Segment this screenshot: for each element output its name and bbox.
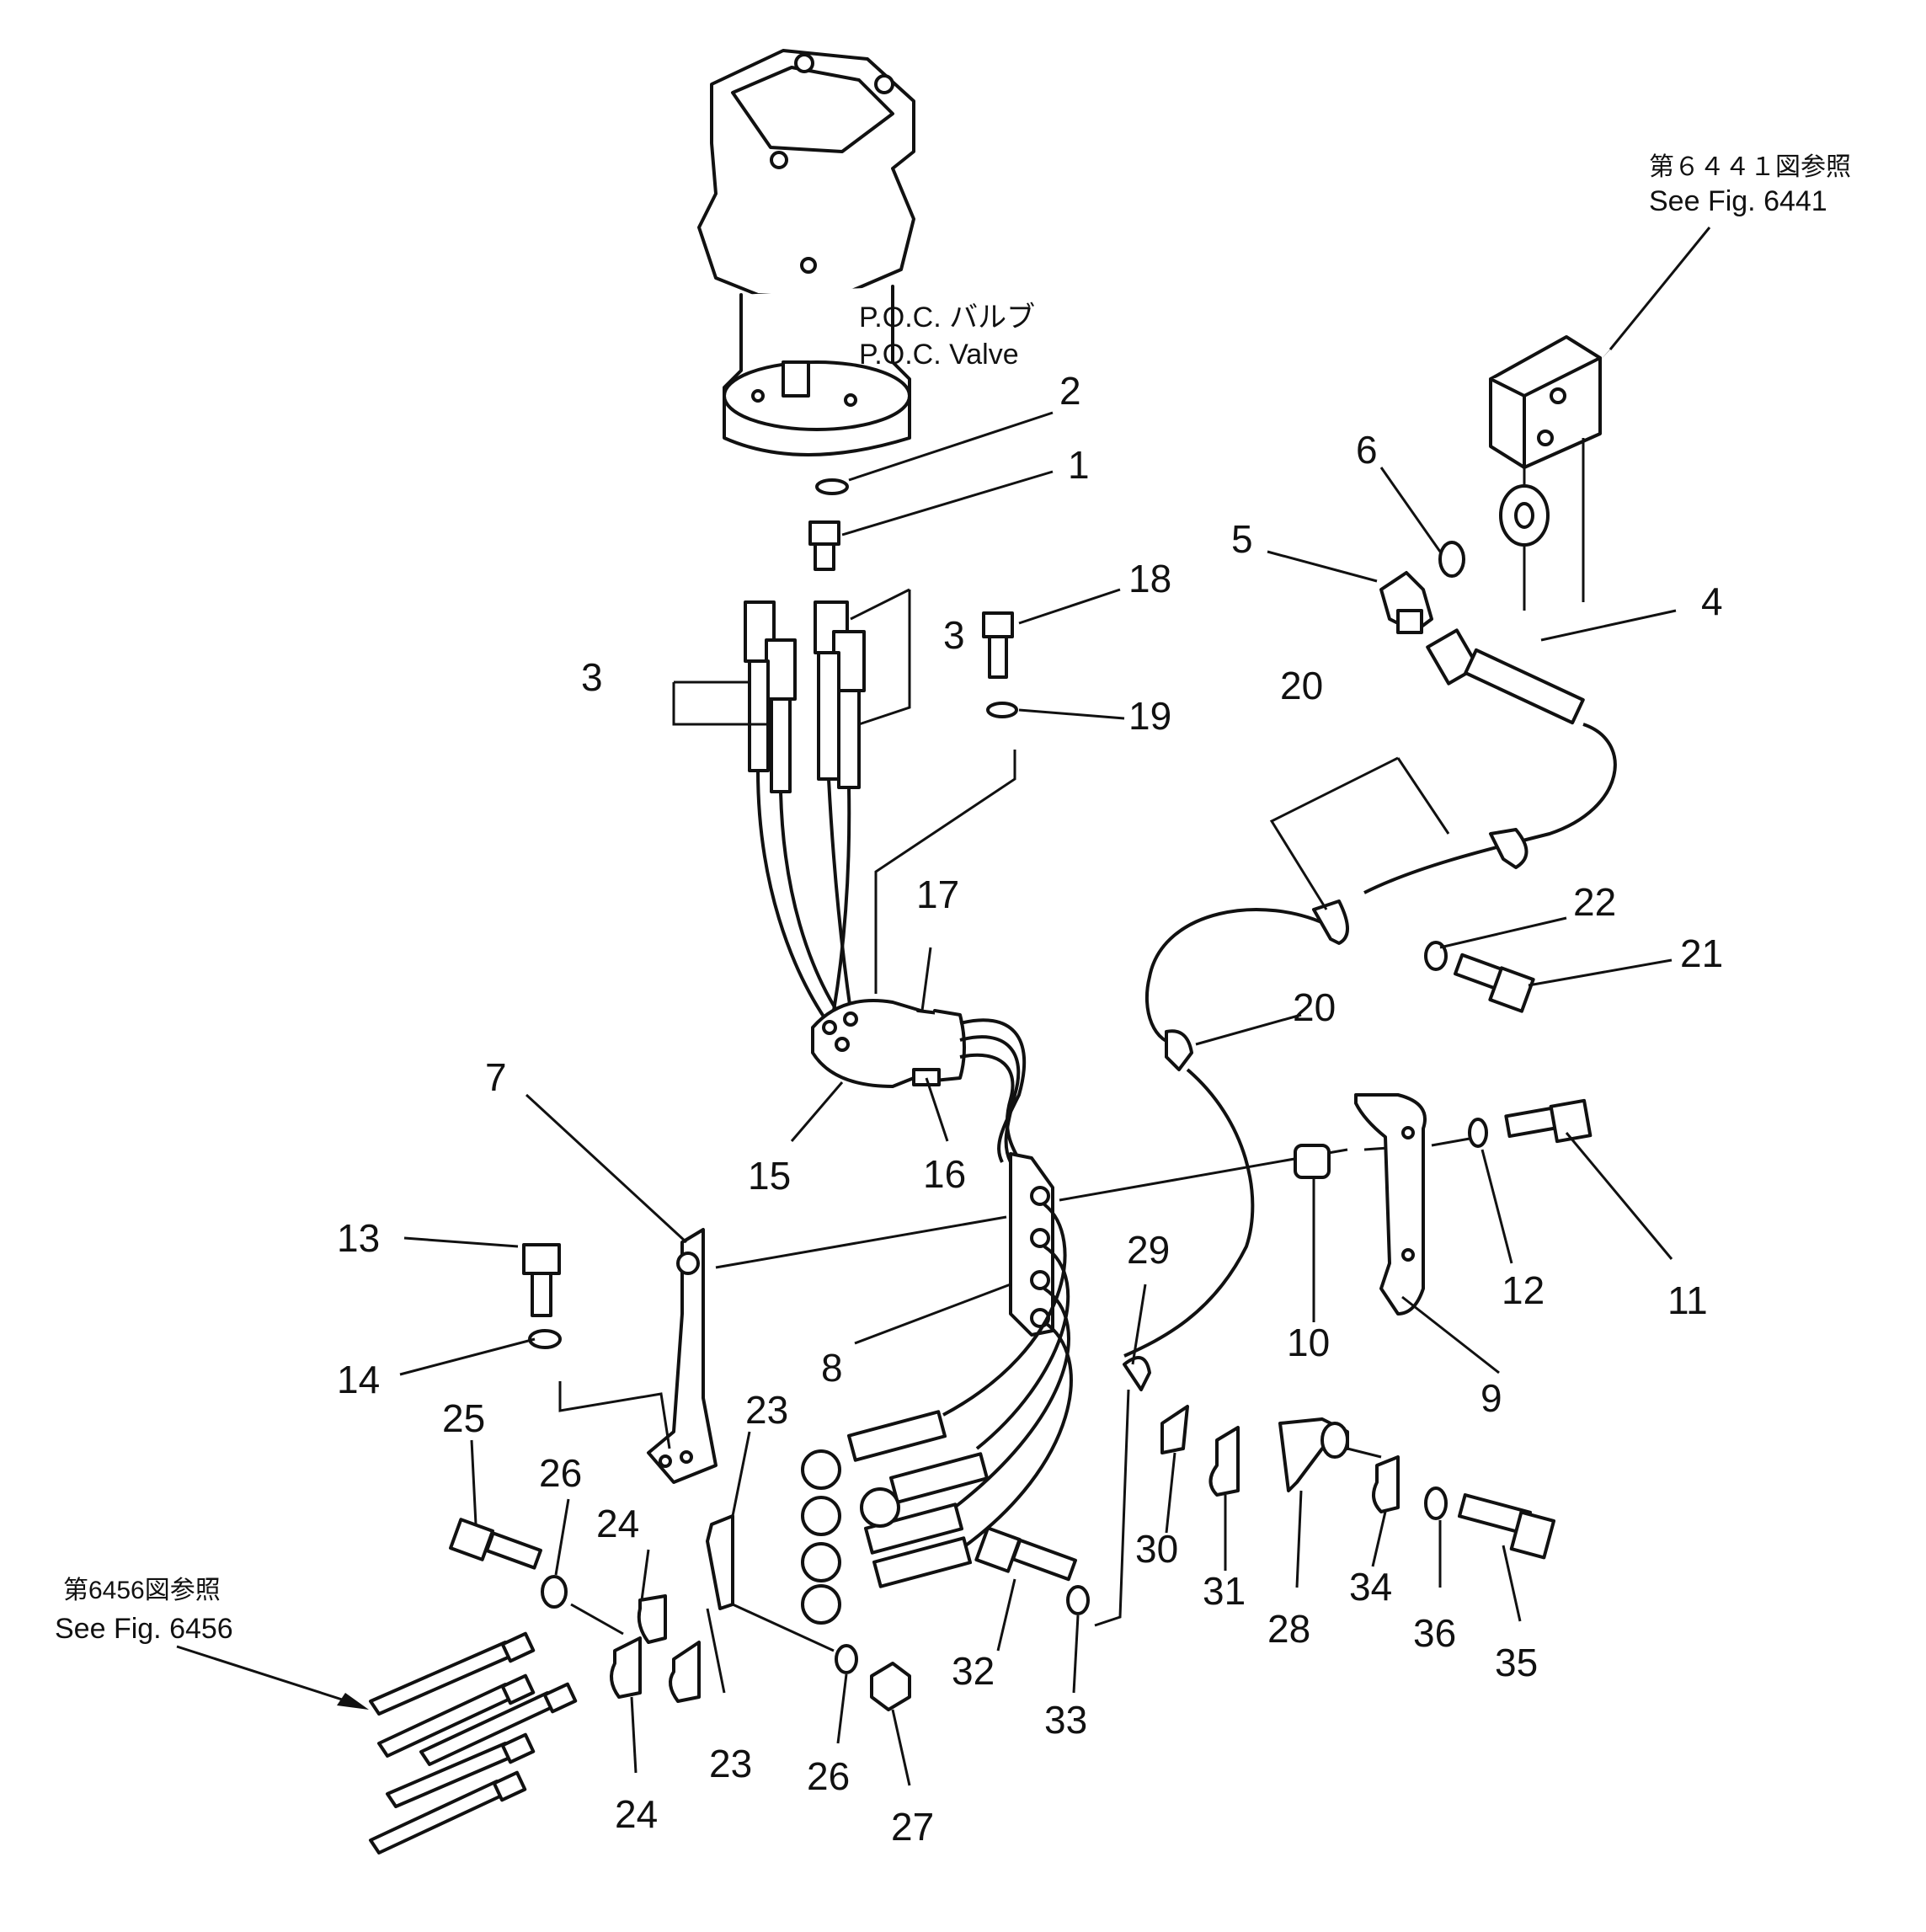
clamp-24-upper [637,1594,667,1644]
arrow-fig6441 [1609,227,1711,350]
bolt-11 [1504,1098,1593,1144]
callout-8: 8 [821,1346,843,1390]
hose-fittings-3-left [744,600,797,793]
hose-4 [1426,628,1585,725]
bracket-28 [1278,1417,1349,1492]
callout-31: 31 [1203,1569,1246,1613]
callout-1: 1 [1068,443,1090,487]
washer-26-right [835,1644,858,1674]
callout-20-lower: 20 [1293,985,1336,1029]
poc-valve [697,49,915,456]
clamp-31 [1208,1426,1240,1497]
callout-14: 14 [337,1358,380,1401]
callout-23-lower: 23 [709,1742,752,1785]
callout-18: 18 [1128,557,1171,600]
callout-4: 4 [1701,579,1723,623]
ref-fig6441-jp: 第６４４１図参照 [1649,153,1851,181]
callout-27: 27 [891,1805,934,1849]
bolt-18 [982,611,1014,679]
washer-14 [528,1329,562,1349]
bracket-7 [647,1228,718,1484]
callout-20-upper: 20 [1280,664,1323,707]
clamp-20-upper [1312,828,1529,945]
hose-fittings-3-right [814,600,866,789]
callout-numbers: 2 1 3 3 18 19 4 5 6 20 22 21 20 17 15 16… [337,369,1723,1849]
callout-12: 12 [1502,1268,1545,1312]
callout-23-upper: 23 [745,1388,788,1432]
callout-3-right: 3 [943,613,965,657]
bracket-9 [1354,1093,1427,1316]
nut-27 [870,1662,911,1711]
clamp-29 [1123,1356,1151,1391]
arrow-head-fig6456 [337,1693,369,1710]
bolt-32 [974,1526,1077,1582]
callout-24-lower: 24 [615,1792,658,1836]
clamp-24-lower [610,1636,642,1699]
callout-7: 7 [485,1055,507,1099]
lower-hose-fittings [801,1410,990,1625]
callout-21: 21 [1680,931,1723,975]
washer-36 [1424,1486,1448,1520]
washer-12 [1468,1118,1488,1148]
fitting-1 [808,520,840,571]
callout-32: 32 [952,1649,995,1693]
callout-25: 25 [442,1396,485,1440]
washer-22 [1424,941,1448,971]
callout-15: 15 [748,1154,791,1198]
clamp-block-8 [1009,1152,1054,1337]
clamp-20-lower [1165,1029,1193,1071]
callout-9: 9 [1481,1376,1502,1420]
callout-3-left: 3 [581,655,603,699]
ref-fig6456-jp: 第6456図参照 [63,1577,221,1604]
clamp-34 [1372,1455,1400,1513]
junction-block-15 [811,999,966,1088]
elbow-5 [1379,571,1433,634]
valve-label-jp: P.O.C. バルブ [859,302,1035,334]
ref-fig6441-en: See Fig. 6441 [1649,185,1827,217]
callout-30: 30 [1135,1527,1178,1571]
callout-13: 13 [337,1216,380,1260]
callout-29: 29 [1127,1228,1170,1272]
callout-24-upper: 24 [596,1502,639,1545]
o-ring-6 [1438,541,1465,578]
adapter [1499,484,1550,547]
remote-block [1489,335,1602,611]
bolt-13 [522,1243,561,1317]
callout-26-right: 26 [807,1754,850,1798]
bolt-21 [1454,953,1535,1013]
clamp-23-lower [669,1641,701,1703]
washer-19 [986,702,1018,718]
callout-19: 19 [1128,694,1171,738]
washer-33 [1066,1585,1090,1615]
callout-6: 6 [1356,428,1378,472]
callout-10: 10 [1287,1321,1330,1364]
callout-36: 36 [1413,1611,1456,1655]
valve-label-en: P.O.C. Valve [859,339,1019,371]
bolt-25 [449,1518,542,1570]
callout-17: 17 [916,873,959,916]
callout-33: 33 [1044,1698,1087,1742]
callout-5: 5 [1231,517,1253,561]
spacer-10 [1294,1144,1331,1179]
bolt-35 [1457,1493,1556,1560]
callout-26-left: 26 [539,1451,582,1495]
clamp-30 [1160,1405,1189,1454]
callout-35: 35 [1495,1641,1538,1684]
ref-fig6456-en: See Fig. 6456 [55,1613,233,1645]
arrow-head-fig6441 [1600,337,1621,360]
arrow-fig6456 [176,1645,361,1707]
callout-34: 34 [1349,1565,1392,1609]
hoses-fig6456 [369,1631,578,1855]
o-ring-2 [815,478,849,495]
clamp-23-upper [706,1514,734,1610]
callout-2: 2 [1059,369,1081,413]
callout-22: 22 [1573,880,1616,924]
callout-28: 28 [1267,1607,1310,1651]
washer-26-left [541,1575,568,1609]
callout-11: 11 [1667,1278,1708,1322]
leader-lines [399,411,1677,1786]
callout-16: 16 [923,1152,966,1196]
